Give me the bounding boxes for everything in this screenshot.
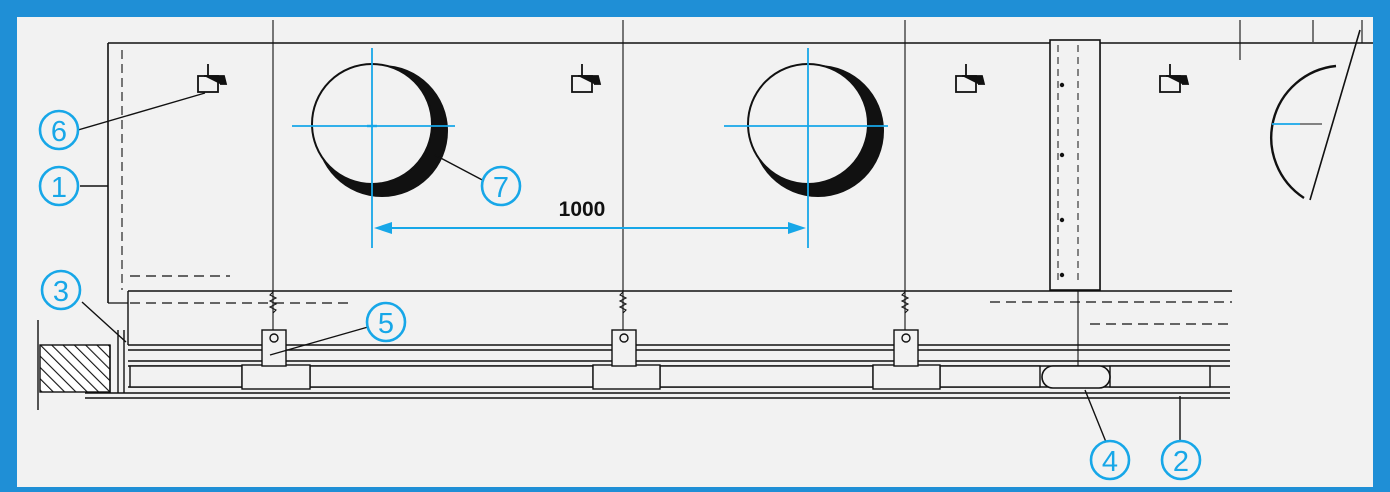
hanger-rods — [268, 20, 910, 330]
svg-text:2: 2 — [1173, 446, 1189, 478]
callout-2: 2 — [1160, 439, 1202, 481]
leader-lines — [77, 92, 1181, 448]
svg-text:5: 5 — [378, 308, 394, 340]
wall-section — [37, 320, 125, 410]
svg-text:6: 6 — [51, 116, 67, 148]
ceiling-plate — [107, 20, 1373, 345]
callout-7: 7 — [480, 165, 522, 207]
svg-text:7: 7 — [493, 172, 509, 204]
clip-bracket-icons — [197, 64, 1190, 93]
callout-3: 3 — [40, 269, 82, 311]
svg-text:1: 1 — [51, 172, 67, 204]
svg-text:3: 3 — [53, 276, 69, 308]
svg-text:4: 4 — [1102, 446, 1118, 478]
centre-lines — [292, 48, 1300, 248]
joint-strip — [1049, 39, 1101, 385]
rail-connector — [1041, 365, 1111, 389]
hanger-blocks — [241, 329, 941, 390]
callout-4: 4 — [1089, 439, 1131, 481]
callout-6: 6 — [38, 109, 80, 151]
dimension-line — [374, 222, 806, 234]
dimension-label: 1000 — [559, 198, 606, 221]
callout-5: 5 — [365, 301, 407, 343]
callout-1: 1 — [38, 165, 80, 207]
drawing-panel — [17, 17, 1373, 487]
